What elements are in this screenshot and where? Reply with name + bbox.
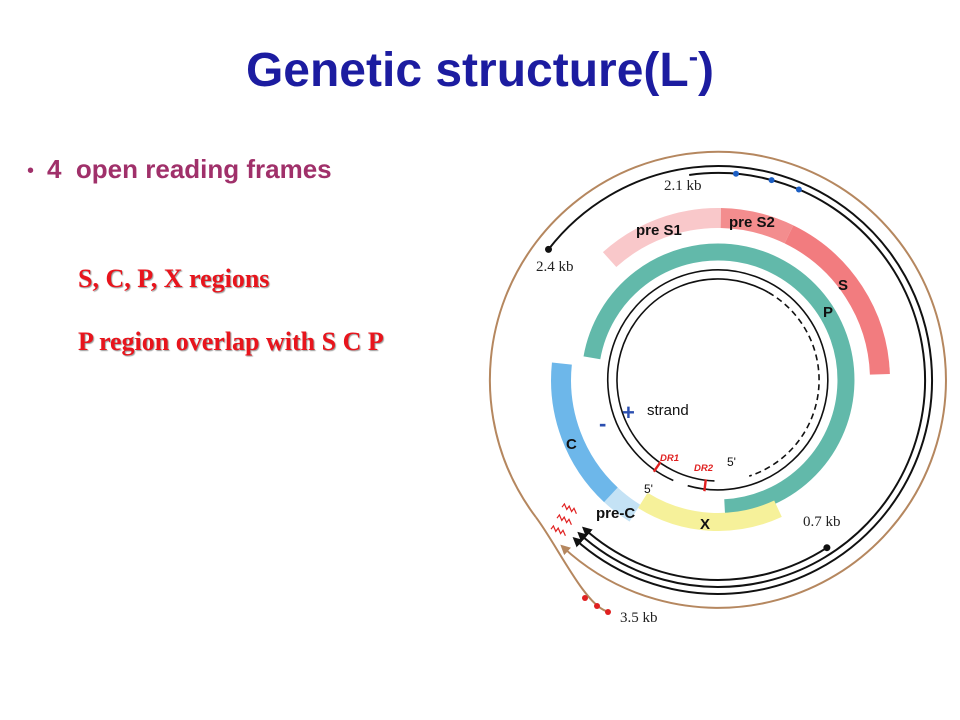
label-dr2: DR2 xyxy=(694,463,714,474)
bullet-marker: • xyxy=(27,160,35,182)
label-0-7kb: 0.7 kb xyxy=(803,514,841,530)
transcript-3-5kb-cap-dot xyxy=(594,603,600,609)
title-superscript: - xyxy=(688,41,699,72)
transcript-3-5kb-cap-dot xyxy=(582,595,588,601)
orf-pre-s2-band xyxy=(720,208,794,244)
orf-p-band xyxy=(583,243,855,517)
transcript-0-7kb-arc xyxy=(581,526,828,581)
transcript-3-5kb-tail xyxy=(535,516,607,612)
label-x: X xyxy=(700,516,710,533)
transcript-3-5kb-arc xyxy=(488,150,947,609)
label-s: S xyxy=(838,277,848,294)
label-pre-s1: pre S1 xyxy=(636,222,682,239)
label-2-4kb: 2.4 kb xyxy=(536,259,574,275)
orf-x-band xyxy=(638,492,782,531)
transcript-0-7kb-start-dot xyxy=(823,544,831,552)
label-p: P xyxy=(823,304,833,321)
orf-c-band xyxy=(551,362,618,503)
dr2-mark xyxy=(703,479,707,492)
orf-s-band xyxy=(784,225,890,375)
label-pre-s2: pre S2 xyxy=(729,214,775,231)
transcript-3-5kb-cap-dot xyxy=(605,609,611,615)
plus-strand-sign: + xyxy=(622,400,635,425)
label-dr1: DR1 xyxy=(660,453,679,464)
orf-pre-s1-band xyxy=(602,207,721,268)
minus-strand-sign: - xyxy=(599,411,606,436)
transcript-2-1kb-marker-dot xyxy=(795,186,802,193)
minus-strand-circle xyxy=(607,269,829,491)
orf-pre-c-band xyxy=(604,487,641,522)
title-closing-paren: ) xyxy=(698,44,715,97)
transcript-2-1kb-marker-dot xyxy=(733,170,739,177)
label-minus-strand-5-prime: 5' xyxy=(644,482,653,496)
label-3-5kb: 3.5 kb xyxy=(620,610,658,626)
note-regions: S, C, P, X regions xyxy=(78,264,270,293)
plus-strand-solid xyxy=(616,278,769,482)
polya-tail-mark xyxy=(561,502,577,515)
label-c: C xyxy=(566,436,577,453)
label-plus-strand-5-prime: 5' xyxy=(727,455,736,469)
slide-title: Genetic structure(L-) xyxy=(0,41,960,105)
note-overlap: P region overlap with S C P xyxy=(78,327,384,356)
polya-tail-mark xyxy=(556,513,572,526)
transcript-2-4kb-arc xyxy=(547,165,934,595)
strand-label: strand xyxy=(647,402,689,419)
label-pre-c: pre-C xyxy=(596,505,635,522)
polya-tail-mark xyxy=(550,524,566,537)
title-main-text: Genetic structure(L xyxy=(245,44,689,97)
transcript-2-4kb-start-dot xyxy=(545,245,552,253)
transcript-2-1kb-arc xyxy=(577,172,927,588)
transcript-2-1kb-marker-dot xyxy=(768,177,775,184)
plus-strand-dashed xyxy=(748,291,820,477)
bullet-text: 4 open reading frames xyxy=(47,154,332,184)
dr1-mark xyxy=(652,461,662,473)
label-2-1kb: 2.1 kb xyxy=(664,178,702,194)
